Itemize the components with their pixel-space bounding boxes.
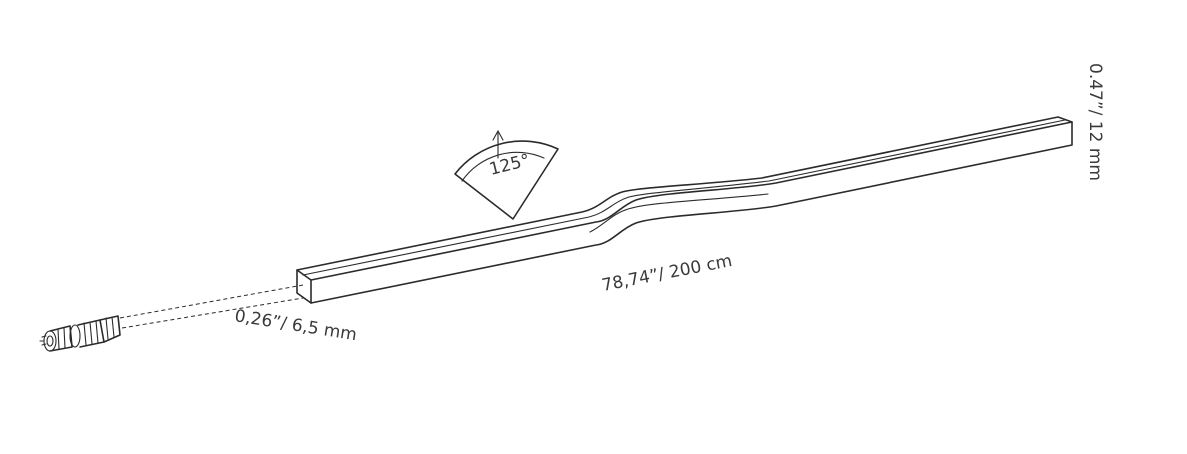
dashed-line-upper <box>119 284 304 319</box>
width-label: 0,26”/ 6,5 mm <box>233 306 358 345</box>
length-label: 78,74”/ 200 cm <box>600 251 734 296</box>
strip-top-inner-line <box>302 119 1066 276</box>
connector-plug-icon <box>39 315 121 352</box>
angle-arrow-head <box>492 129 504 141</box>
angle-sector <box>454 140 559 220</box>
dashed-line-lower <box>121 297 304 329</box>
bend-angle-label: 125° <box>487 151 532 180</box>
strip-end-cap <box>296 269 312 304</box>
angle-measure-arc <box>461 151 545 182</box>
strip-bend-contour <box>589 193 769 233</box>
angle-arc-icon <box>454 129 559 220</box>
strip-side-face <box>310 121 1073 304</box>
height-label: 0.47”/ 12 mm <box>1085 63 1105 181</box>
strip-top-face <box>296 116 1073 281</box>
connection-guide-lines <box>119 284 304 329</box>
strip-body <box>296 116 1073 304</box>
